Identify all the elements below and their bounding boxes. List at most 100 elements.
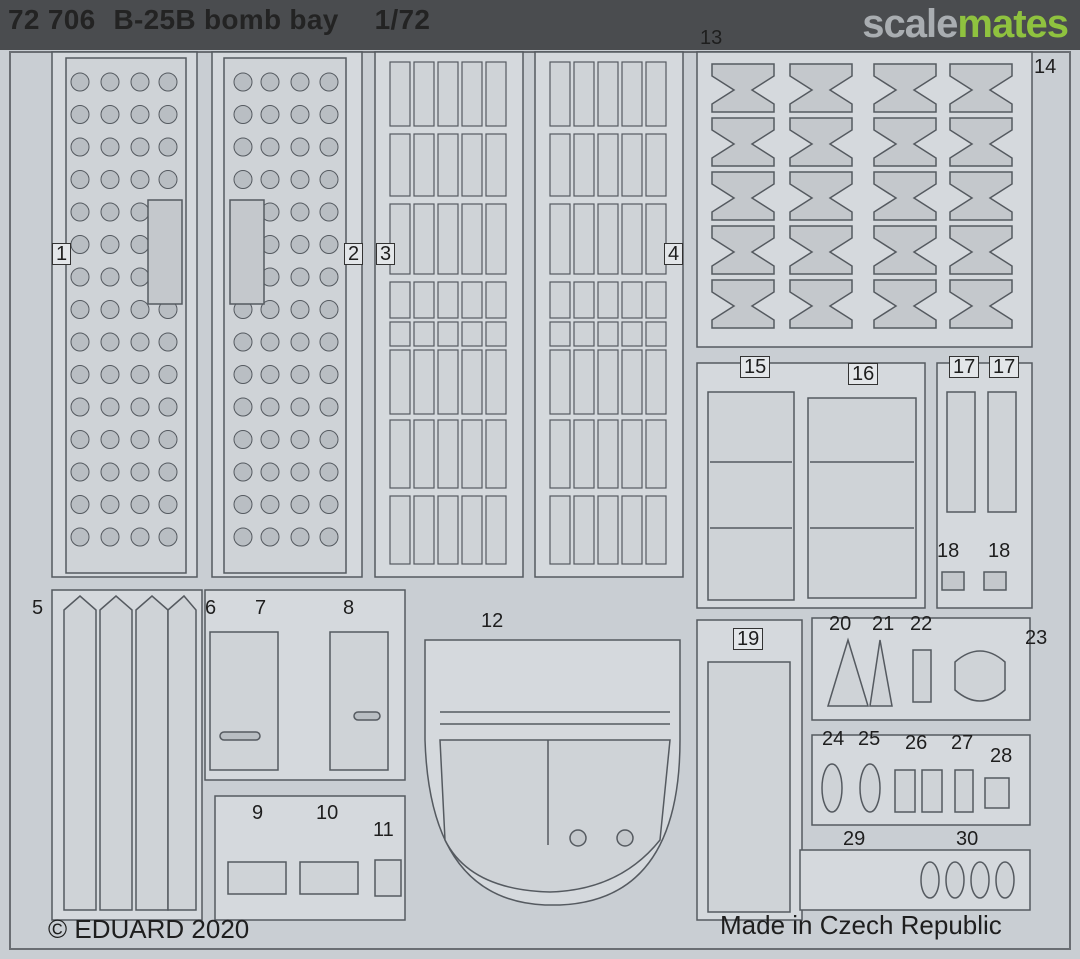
grid-cell [437,349,459,415]
grid-cell [485,419,507,489]
part-19-panel [696,619,803,921]
product-scale: 1/72 [374,4,431,35]
panel-hole [70,72,90,92]
part-number-1: 1 [52,243,72,265]
clip-part [949,225,1013,275]
grid-cell [413,321,435,347]
panel-hole [319,527,339,547]
panel-hole [290,332,310,352]
grid-cell [621,349,643,415]
panel-hole [290,202,310,222]
panel-hole [100,137,120,157]
panel-hole [70,527,90,547]
clip-part [873,171,937,221]
panel-hole [100,105,120,124]
grid-cell [621,321,643,347]
logo-part-scale: scale [862,2,958,46]
panel-hole [233,72,253,92]
panel-hole [70,462,90,482]
grid-cell [389,419,411,489]
panel-hole [260,430,280,449]
grid-cell [413,133,435,197]
product-name: B-25B bomb bay [113,4,339,35]
panel-hole [290,170,310,189]
panel-holes [70,72,339,547]
panel-hole [130,365,150,384]
part-5-6-strips [51,589,203,921]
panel-hole [70,332,90,352]
panel-hole [290,397,310,417]
grid-cell [597,495,619,565]
panel-hole [233,365,253,384]
part-number-10: 10 [316,802,339,824]
grid-cell [645,61,667,127]
panel-hole [319,72,339,92]
panel-hole [233,105,253,124]
panel-hole [100,235,120,254]
grid-cell [389,495,411,565]
panel-hole [260,72,280,92]
panel-hole [70,267,90,287]
grid-cell [573,349,595,415]
grid-cell [485,61,507,127]
panel-hole [158,462,178,482]
grid-cell [549,349,571,415]
panel-hole [100,495,120,514]
panel-hole [158,527,178,547]
part-number-14: 14 [1034,56,1057,78]
panel-hole [319,137,339,157]
panel-hole [319,332,339,352]
clip-part [711,63,775,113]
part-2-panel [211,51,363,578]
grid-cell [549,321,571,347]
clip-part [711,279,775,329]
panel-hole [158,365,178,384]
grid-cell [389,61,411,127]
grid-cell [573,61,595,127]
part-1-slot [147,199,183,305]
panel-hole [70,300,90,319]
grid-cell [645,419,667,489]
panel-hole [319,170,339,189]
panel-hole [100,527,120,547]
grid-cell [549,133,571,197]
grid-cell [485,495,507,565]
grid-cell [549,495,571,565]
panel-hole [290,267,310,287]
grid-cell [597,133,619,197]
panel-hole [233,430,253,449]
clip-part [873,63,937,113]
grid-cell [485,281,507,319]
part-13-clips [711,63,1013,329]
grid-cell [413,419,435,489]
panel-hole [70,202,90,222]
panel-hole [319,365,339,384]
grid-cell [437,419,459,489]
panel-hole [260,170,280,189]
panel-hole [260,495,280,514]
panel-hole [319,267,339,287]
panel-hole [233,527,253,547]
part-17-18-frame [936,362,1033,609]
panel-hole [100,397,120,417]
grid-cell [461,349,483,415]
clip-part [789,117,853,167]
panel-hole [319,105,339,124]
grid-cell [413,495,435,565]
grid-cell [573,495,595,565]
panel-hole [100,365,120,384]
part-number-24: 24 [822,728,845,750]
panel-hole [319,462,339,482]
grid-cell [389,349,411,415]
panel-hole [260,105,280,124]
panel-hole [290,105,310,124]
panel-hole [158,495,178,514]
panel-hole [130,495,150,514]
grid-cell [461,281,483,319]
clip-part [873,279,937,329]
grid-cell [549,281,571,319]
part-number-4: 4 [664,243,684,265]
part-number-17a: 17 [949,356,980,378]
grid-cell [389,321,411,347]
